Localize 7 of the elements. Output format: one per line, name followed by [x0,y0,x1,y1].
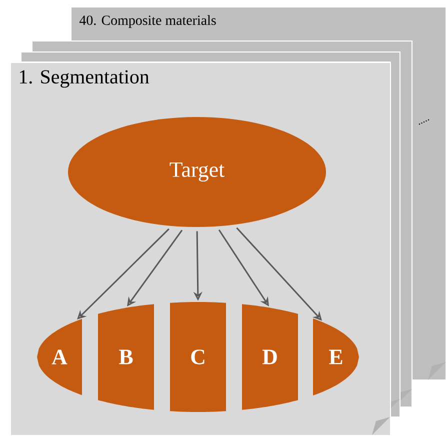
segment: E [313,318,359,396]
segment: A [37,318,82,396]
ellipsis-dots: ..... [418,119,430,125]
segment: D [242,304,298,410]
arrow [77,228,170,320]
segment: C [170,302,226,412]
segment: B [98,304,154,410]
